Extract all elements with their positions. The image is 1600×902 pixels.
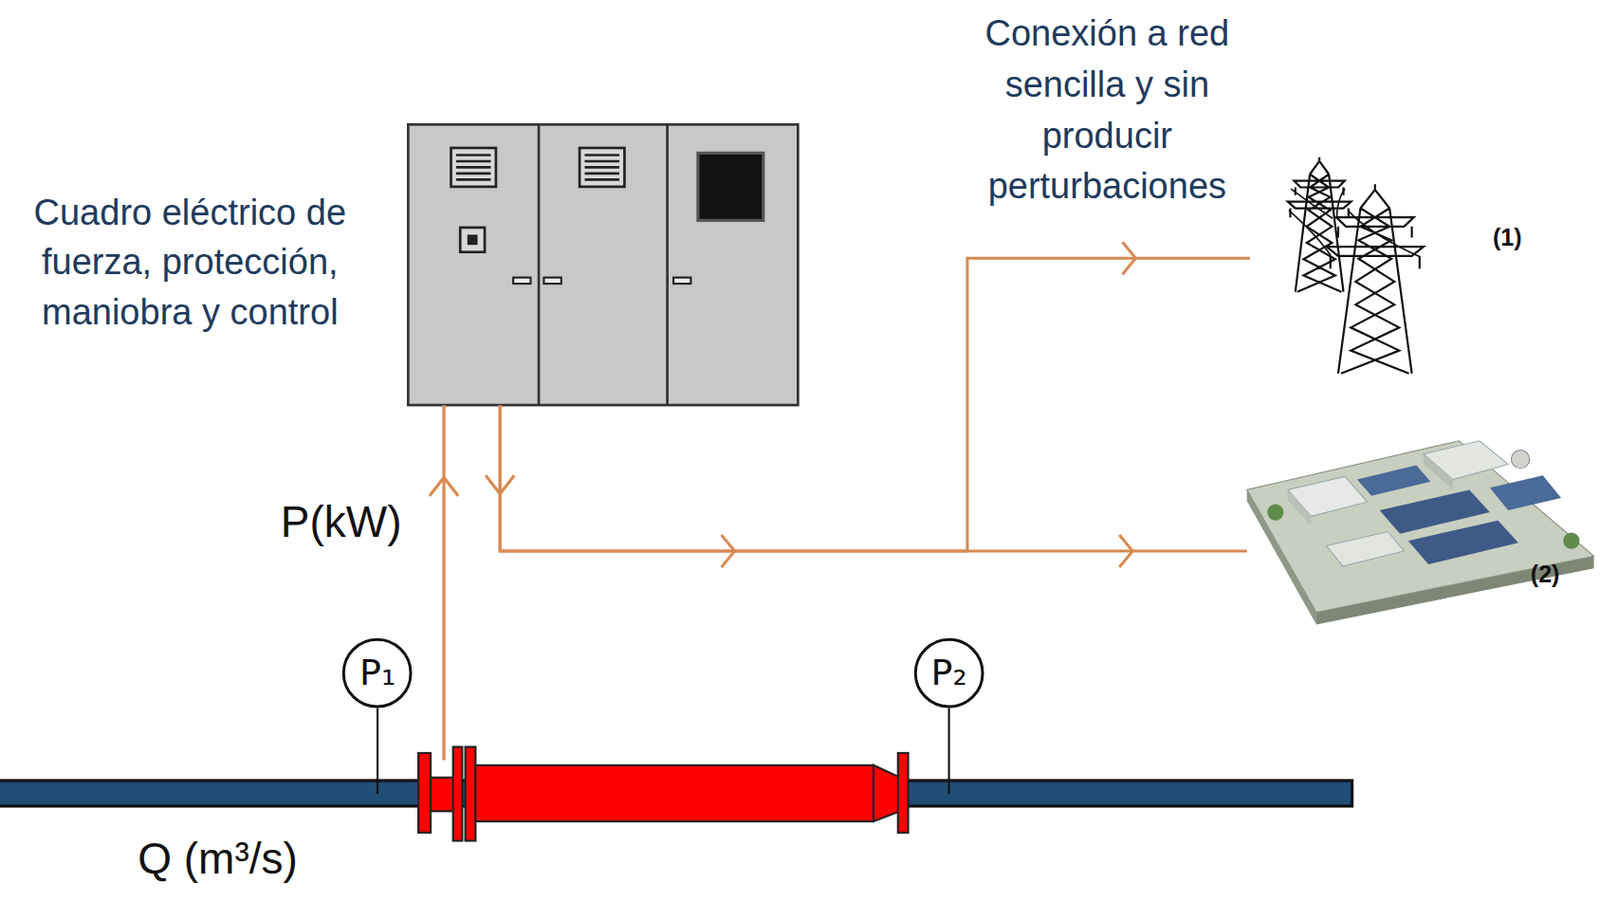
electrical-cabinet	[537, 124, 541, 405]
electrical-cabinet	[513, 277, 531, 284]
arrowhead	[1119, 534, 1133, 568]
turbine	[418, 753, 431, 833]
turbine	[898, 753, 909, 833]
plant-illustration	[1247, 441, 1595, 626]
power-connector	[499, 404, 1248, 568]
power-line-pylons	[1326, 183, 1424, 373]
arrowhead	[721, 534, 736, 568]
plant-illustration	[1408, 520, 1519, 565]
gauge-circle	[915, 640, 983, 708]
callout-number: (1)	[1492, 222, 1550, 252]
electrical-cabinet	[698, 152, 764, 221]
electrical-cabinet	[407, 124, 798, 405]
turbine	[873, 765, 901, 822]
gauge-circle	[341, 637, 413, 709]
plant-illustration	[1510, 449, 1529, 468]
electrical-cabinet	[584, 155, 620, 181]
plant-illustration	[1247, 441, 1595, 613]
power-arrow	[429, 477, 459, 496]
turbine	[430, 777, 456, 812]
gauge-circle	[344, 640, 412, 708]
callout-number: (2)	[1530, 559, 1579, 589]
turbine	[418, 746, 908, 841]
plant-illustration	[1563, 533, 1580, 550]
electrical-cabinet	[407, 124, 798, 405]
gauge-label: P₁	[359, 652, 396, 695]
electrical-cabinet	[456, 155, 492, 181]
electrical-cabinet	[451, 147, 497, 187]
plant-illustration	[1267, 503, 1284, 520]
gauge-label: P₂	[931, 652, 968, 695]
connector-label: Conexión a red sencilla y sin producir p…	[950, 8, 1264, 214]
electrical-cabinet	[459, 227, 485, 253]
power-line-pylons	[1287, 157, 1424, 374]
electrical-cabinet: Cuadro eléctrico de fuerza, protección, …	[407, 124, 798, 405]
electrical-cabinet	[665, 124, 669, 405]
electrical-cabinet	[579, 147, 625, 187]
electrical-cabinet	[543, 277, 561, 284]
power-arrow	[429, 404, 515, 760]
gauge-stem	[376, 708, 379, 794]
power-line-pylons	[1287, 157, 1352, 293]
cabinet-caption: Cuadro eléctrico de fuerza, protección, …	[3, 187, 376, 337]
plant-illustration	[1357, 465, 1431, 497]
flow-label: Q (m³/s)	[137, 833, 298, 884]
turbine	[453, 746, 463, 841]
gauge-circle	[913, 637, 985, 709]
plant-illustration	[1423, 454, 1453, 491]
turbine	[465, 746, 477, 841]
treatment-plant: (2)	[1247, 454, 1595, 648]
gauge-stem	[377, 708, 950, 794]
plant-illustration	[1489, 475, 1562, 511]
gauge-stem	[948, 708, 951, 794]
grid-pylons: (1)	[1250, 148, 1470, 368]
electrical-cabinet	[467, 234, 479, 245]
connector-line	[499, 257, 1251, 552]
power-label: P(kW)	[280, 496, 403, 548]
pressure-gauge: P₁	[341, 637, 413, 709]
connector-line	[499, 404, 1248, 552]
pressure-gauge: P₂	[913, 637, 985, 709]
arrowhead	[1121, 241, 1136, 275]
electrical-cabinet	[673, 277, 691, 284]
turbine	[475, 765, 874, 822]
power-line-pylons	[1288, 188, 1421, 258]
plant-illustration	[1287, 489, 1312, 527]
power-connector	[499, 241, 1251, 552]
power-arrow	[441, 404, 445, 760]
plant-illustration	[1326, 531, 1405, 567]
